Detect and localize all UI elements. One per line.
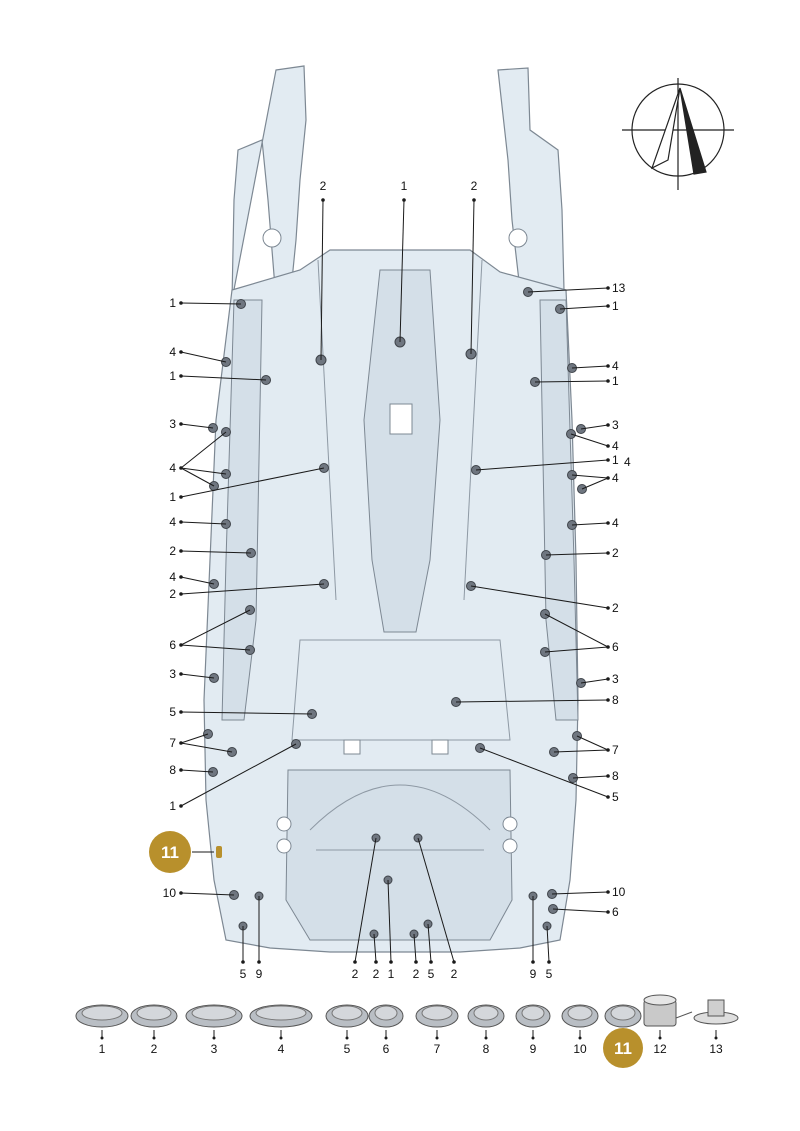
callout-left-13: 7 (169, 736, 176, 750)
callout-left-14: 8 (169, 763, 176, 777)
callout-right-18: 10 (612, 885, 626, 899)
callout-left-12: 5 (169, 705, 176, 719)
callout-left-10: 6 (169, 638, 176, 652)
flat-round-plug-icon (561, 1004, 599, 1028)
callout-right-3: 1 (612, 374, 619, 388)
callout-right-5: 4 (612, 439, 619, 453)
legend-number-9: 9 (530, 1042, 537, 1056)
callout-right-4: 3 (612, 418, 619, 432)
legend-number-2: 2 (151, 1042, 158, 1056)
large-round-grommet-icon (130, 1004, 178, 1028)
highlight-label: 11 (161, 843, 179, 862)
legend-number-4: 4 (278, 1042, 285, 1056)
callout-left-8: 4 (169, 570, 176, 584)
callout-bottom-7: 2 (451, 967, 458, 981)
top-callouts: 2 1 2 (320, 179, 478, 193)
callout-right-6: 1 (612, 453, 619, 467)
callout-left-16: 10 (163, 886, 177, 900)
flat-round-plug-icon (604, 1004, 642, 1028)
small-round-plug-icon (515, 1004, 551, 1028)
callout-bottom-1: 9 (256, 967, 263, 981)
callout-left-3: 3 (169, 417, 176, 431)
vehicle-underbody (203, 65, 579, 953)
callout-right-7: 4 (624, 455, 631, 469)
callout-left-5: 1 (169, 490, 176, 504)
legend-highlight-label: 11 (614, 1039, 632, 1058)
domed-plug-icon (325, 1004, 369, 1028)
callout-left-11: 3 (169, 667, 176, 681)
callout-left-2: 1 (169, 369, 176, 383)
callout-bottom-5: 2 (413, 967, 420, 981)
callout-top-1: 1 (401, 179, 408, 193)
callout-left-15: 1 (169, 799, 176, 813)
callout-right-15: 7 (612, 743, 619, 757)
legend-number-7: 7 (434, 1042, 441, 1056)
callout-right-13: 3 (612, 672, 619, 686)
callout-right-16: 8 (612, 769, 619, 783)
callout-right-9: 2 (612, 546, 619, 560)
callout-left-4: 4 (169, 461, 176, 475)
highlight-callout-11: 11 (149, 831, 222, 873)
tape-roll-icon (643, 994, 693, 1027)
callout-bottom-8: 9 (530, 967, 537, 981)
callout-top-2: 2 (471, 179, 478, 193)
legend-number-3: 3 (211, 1042, 218, 1056)
legend-number-13: 13 (709, 1042, 723, 1056)
callout-bottom-4: 1 (388, 967, 395, 981)
callout-right-8: 4 (612, 471, 619, 485)
callout-right-0: 13 (612, 281, 626, 295)
legend-number-8: 8 (483, 1042, 490, 1056)
legend-number-1: 1 (99, 1042, 106, 1056)
callout-left-1: 4 (169, 345, 176, 359)
long-oval-plug-icon (249, 1004, 313, 1028)
callout-right-10: 4 (612, 516, 619, 530)
callout-bottom-0: 5 (240, 967, 247, 981)
small-round-plug-icon (368, 1004, 404, 1028)
highlight-legend-11: 11 (603, 1028, 643, 1068)
oval-plug-icon (185, 1004, 243, 1028)
callout-left-9: 2 (169, 587, 176, 601)
legend-number-10: 10 (573, 1042, 587, 1056)
left-callouts: 1 4 1 3 4 1 4 2 4 2 6 3 5 7 8 1 10 (163, 296, 177, 900)
callout-top-0: 2 (320, 179, 327, 193)
callout-bottom-9: 5 (546, 967, 553, 981)
callout-right-2: 4 (612, 359, 619, 373)
legend-number-12: 12 (653, 1042, 667, 1056)
callout-right-17: 5 (612, 790, 619, 804)
callout-right-1: 1 (612, 299, 619, 313)
callout-right-14: 8 (612, 693, 619, 707)
callout-bottom-2: 2 (352, 967, 359, 981)
legend-number-5: 5 (344, 1042, 351, 1056)
domed-plug-icon (415, 1004, 459, 1028)
orientation-arrow-icon (622, 78, 734, 190)
callout-left-0: 1 (169, 296, 176, 310)
callout-bottom-3: 2 (373, 967, 380, 981)
callout-left-7: 2 (169, 544, 176, 558)
callout-right-12: 6 (612, 640, 619, 654)
callout-right-19: 6 (612, 905, 619, 919)
clip-fastener-icon (693, 999, 739, 1025)
leader-lines (179, 198, 610, 964)
flat-round-plug-icon (467, 1004, 505, 1028)
legend-number-6: 6 (383, 1042, 390, 1056)
callout-bottom-6: 5 (428, 967, 435, 981)
callout-right-11: 2 (612, 601, 619, 615)
round-grommet-icon (75, 1004, 129, 1028)
callout-left-6: 4 (169, 515, 176, 529)
